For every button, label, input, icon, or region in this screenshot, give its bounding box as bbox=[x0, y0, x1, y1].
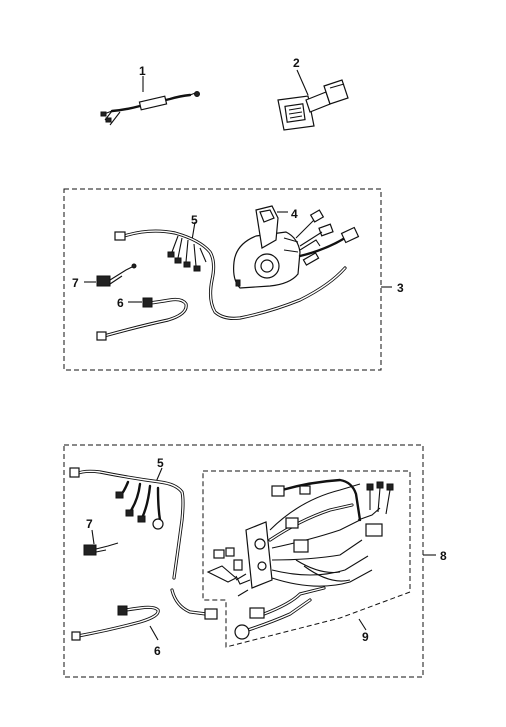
part-5-harness-lower: 5 bbox=[69, 456, 185, 580]
part-6-harness-upper: 6 bbox=[96, 296, 188, 341]
part-2-panel-connector: 2 bbox=[277, 56, 349, 131]
part-9-control-harness bbox=[206, 478, 394, 640]
part-7-lanyard-switch-lower: 7 bbox=[83, 517, 119, 556]
callout-1: 1 bbox=[139, 64, 146, 78]
part-6-harness-lower: 6 bbox=[71, 588, 218, 658]
part-7-lanyard-switch-upper: 7 bbox=[72, 263, 137, 290]
callout-7-upper: 7 bbox=[72, 276, 79, 290]
group-9-box bbox=[202, 470, 411, 648]
callout-4: 4 bbox=[291, 207, 298, 221]
callout-9: 9 bbox=[362, 630, 369, 644]
callout-5-lower: 5 bbox=[157, 456, 164, 470]
part-4-remote-control: 4 bbox=[233, 205, 360, 289]
part-1-inline-harness: 1 bbox=[100, 64, 200, 126]
group-8-box bbox=[63, 444, 424, 678]
part-5-harness-upper: 5 bbox=[114, 213, 347, 320]
callout-3: 3 bbox=[397, 281, 404, 295]
callout-5-upper: 5 bbox=[191, 213, 198, 227]
callout-7-lower: 7 bbox=[86, 517, 93, 531]
group-3-box bbox=[63, 188, 382, 371]
callout-2: 2 bbox=[293, 56, 300, 70]
callout-6-lower: 6 bbox=[154, 644, 161, 658]
callout-8: 8 bbox=[440, 549, 447, 563]
callout-6-upper: 6 bbox=[117, 296, 124, 310]
